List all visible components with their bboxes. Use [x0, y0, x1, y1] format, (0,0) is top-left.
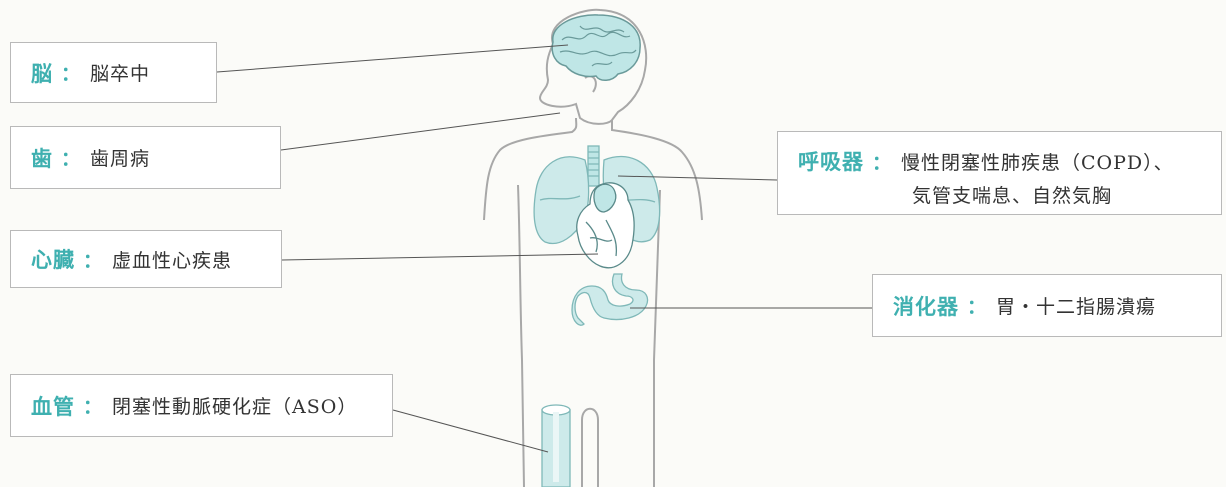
- leader-heart: [282, 254, 598, 260]
- disease-label-digestive: 胃・十二指腸潰瘍: [996, 292, 1156, 319]
- callout-respiratory: 呼吸器 ： 慢性閉塞性肺疾患（COPD）、 気管支喘息、自然気胸: [777, 131, 1222, 215]
- organ-label-vessel: 血管: [31, 391, 75, 421]
- organ-label-brain: 脳: [31, 58, 53, 88]
- organ-label-respiratory: 呼吸器: [798, 146, 864, 179]
- separator-colon: ：: [61, 59, 80, 86]
- separator-colon: ：: [967, 292, 986, 319]
- disease-label-vessel: 閉塞性動脈硬化症（ASO）: [112, 392, 357, 419]
- leader-vessel: [393, 410, 548, 452]
- separator-colon: ：: [61, 144, 80, 171]
- organ-label-heart: 心臓: [31, 244, 75, 274]
- disease-label-heart: 虚血性心疾患: [112, 246, 232, 273]
- respiratory-head-row: 呼吸器 ： 慢性閉塞性肺疾患（COPD）、: [798, 146, 1174, 180]
- callout-heart: 心臓 ： 虚血性心疾患: [10, 230, 282, 288]
- callout-brain: 脳 ： 脳卒中: [10, 42, 217, 103]
- stomach-icon: [572, 274, 648, 325]
- brain-icon: [552, 15, 640, 80]
- organ-label-digestive: 消化器: [893, 291, 959, 321]
- callout-teeth: 歯 ： 歯周病: [10, 126, 281, 189]
- callout-vessel: 血管 ： 閉塞性動脈硬化症（ASO）: [10, 374, 393, 437]
- blood-vessel-icon: [542, 405, 570, 487]
- disease-label-respiratory-line2: 気管支喘息、自然気胸: [912, 185, 1112, 207]
- respiratory-line2-row: 気管支喘息、自然気胸: [798, 180, 1174, 213]
- disease-label-teeth: 歯周病: [90, 144, 150, 171]
- leader-brain: [217, 45, 568, 72]
- separator-colon: ：: [83, 246, 102, 273]
- respiratory-text-block: 呼吸器 ： 慢性閉塞性肺疾患（COPD）、 気管支喘息、自然気胸: [798, 146, 1174, 213]
- leader-teeth: [281, 113, 560, 150]
- disease-label-brain: 脳卒中: [90, 59, 150, 86]
- separator-colon: ：: [872, 147, 891, 180]
- disease-label-respiratory-line1: 慢性閉塞性肺疾患（COPD）、: [901, 147, 1174, 180]
- organ-label-teeth: 歯: [31, 143, 53, 173]
- callout-digestive: 消化器 ： 胃・十二指腸潰瘍: [872, 274, 1222, 337]
- separator-colon: ：: [83, 392, 102, 419]
